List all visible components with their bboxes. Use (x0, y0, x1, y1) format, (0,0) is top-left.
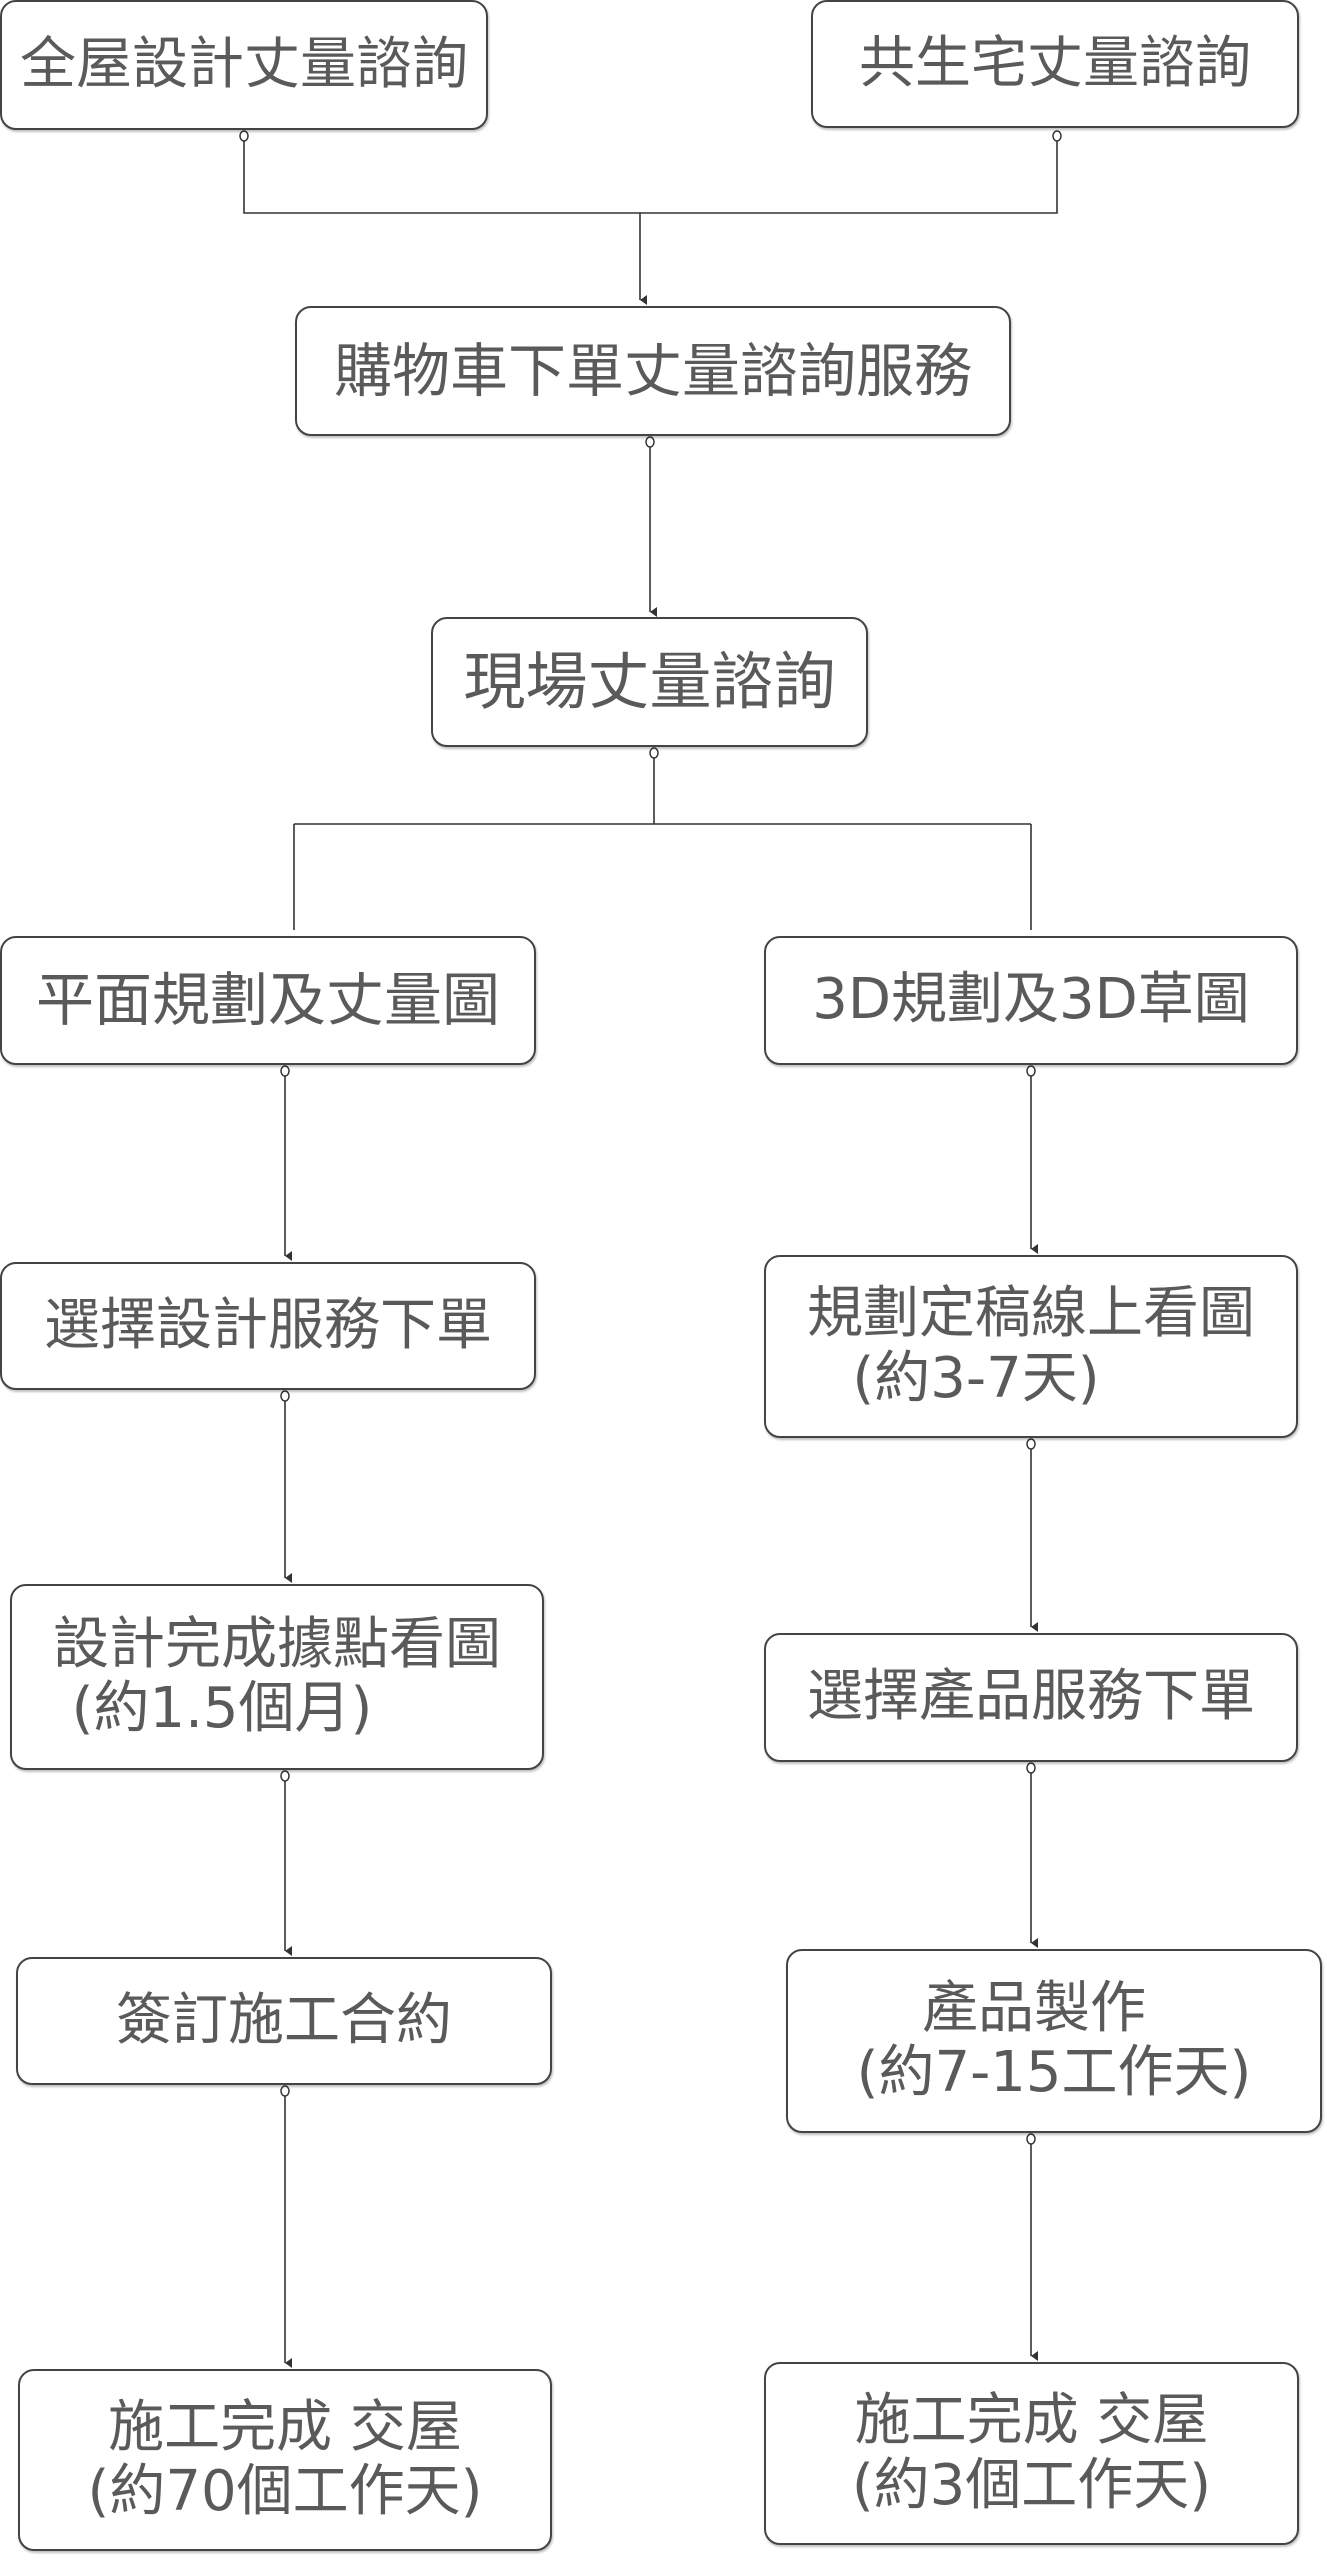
node-floor-plan: 平面規劃及丈量圖 (0, 936, 536, 1065)
node-handover-left: 施工完成 交屋 (約70個工作天) (18, 2369, 552, 2551)
node-label: 設計完成據點看圖 (53, 1611, 501, 1677)
node-duration: (約3個工作天) (851, 2452, 1212, 2518)
node-finalize-online-review: 規劃定稿線上看圖 (約3-7天) (764, 1255, 1298, 1438)
node-duration: (約7-15工作天) (856, 2040, 1252, 2105)
node-label: 施工完成 交屋 (108, 2394, 462, 2460)
node-design-service-order: 選擇設計服務下單 (0, 1262, 536, 1390)
node-handover-right: 施工完成 交屋 (約3個工作天) (764, 2362, 1299, 2545)
node-label: 現場丈量諮詢 (463, 645, 836, 719)
node-3d-plan: 3D規劃及3D草圖 (764, 936, 1298, 1065)
node-label: 平面規劃及丈量圖 (35, 966, 500, 1035)
node-sign-contract: 簽訂施工合約 (16, 1957, 552, 2085)
node-product-service-order: 選擇產品服務下單 (764, 1633, 1298, 1762)
connector-whole-house-to-cart (243, 136, 647, 305)
node-whole-house-consult: 全屋設計丈量諮詢 (0, 0, 488, 130)
node-label: 規劃定稿線上看圖 (807, 1281, 1255, 1347)
node-onsite-consult: 現場丈量諮詢 (431, 617, 868, 747)
node-label: 選擇設計服務下單 (44, 1292, 492, 1358)
node-duration: (約3-7天) (852, 1345, 1100, 1411)
node-label: 3D規劃及3D草圖 (812, 967, 1250, 1033)
node-duration: (約70個工作天) (87, 2459, 483, 2524)
node-label: 選擇產品服務下單 (807, 1664, 1255, 1730)
node-label: 施工完成 交屋 (854, 2388, 1209, 2454)
node-cohousing-consult: 共生宅丈量諮詢 (811, 0, 1299, 128)
connector-onsite-split (293, 753, 1032, 930)
node-duration: (約1.5個月) (71, 1676, 373, 1741)
node-design-complete: 設計完成據點看圖 (約1.5個月) (10, 1584, 544, 1770)
node-cart-order-consult: 購物車下單丈量諮詢服務 (295, 306, 1011, 436)
node-label: 購物車下單丈量諮詢服務 (333, 336, 972, 405)
node-label: 全屋設計丈量諮詢 (20, 31, 468, 97)
node-label: 產品製作 (922, 1975, 1146, 2041)
node-label: 共生宅丈量諮詢 (859, 30, 1251, 96)
node-label: 簽訂施工合約 (116, 1987, 452, 2053)
node-production: 產品製作 (約7-15工作天) (786, 1949, 1322, 2133)
connector-cohousing-to-cart (640, 136, 1058, 214)
